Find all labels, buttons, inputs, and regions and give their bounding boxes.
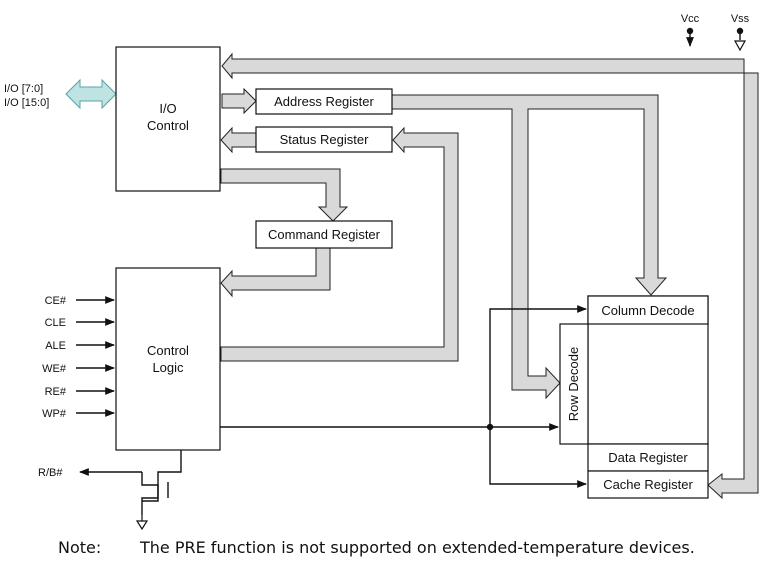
control-logic-label-line1: Control [147, 343, 189, 358]
vss-ground-symbol [733, 40, 747, 52]
address-register-label: Address Register [274, 94, 374, 109]
io-bus-arrow [65, 78, 117, 110]
logic-to-status-bus [220, 126, 459, 362]
footnote-label: Note: [58, 538, 102, 557]
control-logic-label-line2: Logic [152, 360, 184, 375]
command-to-logic-bus [220, 247, 331, 298]
rb-transistor-body [141, 472, 159, 515]
signal-lines [76, 32, 741, 515]
io-control-block [115, 46, 221, 192]
column-decode-label: Column Decode [601, 303, 694, 318]
command-register-block [255, 220, 393, 249]
data-register-block [587, 443, 709, 472]
wp-label: WP# [42, 408, 67, 420]
status-register-label: Status Register [280, 132, 370, 147]
cle-label: CLE [45, 317, 66, 329]
rb-label: R/B# [38, 467, 63, 479]
footnote: Note: The PRE function is not supported o… [58, 538, 695, 557]
io-control-label-line2: Control [147, 118, 189, 133]
rb-ground-symbol [135, 520, 149, 531]
data-register-label: Data Register [608, 450, 688, 465]
rb-line [142, 450, 182, 502]
branch-to-column-decode [489, 305, 587, 427]
address-bus [391, 94, 668, 400]
branch-to-cache-register [489, 427, 587, 488]
io-8-label: I/O [7:0] [4, 83, 43, 95]
vcc-label: Vcc [681, 13, 700, 25]
cache-to-io-bus [221, 52, 759, 500]
status-register-block [255, 126, 393, 153]
row-decode-label: Row Decode [566, 347, 581, 421]
cache-register-label: Cache Register [603, 477, 693, 492]
control-logic-block [115, 267, 221, 451]
buses [220, 52, 759, 500]
ce-label: CE# [45, 295, 67, 307]
labels: Vcc Vss I/O [7:0] I/O [15:0] I/O Control… [4, 13, 750, 492]
we-label: WE# [42, 363, 67, 375]
address-register-block [255, 88, 393, 115]
io-to-command-bus [220, 168, 349, 222]
blocks [115, 46, 709, 499]
re-label: RE# [45, 386, 67, 398]
io-to-address-bus [221, 87, 257, 115]
io-16-label: I/O [15:0] [4, 97, 49, 109]
column-decode-block [587, 295, 709, 325]
junction-dot [486, 423, 494, 431]
vss-label: Vss [731, 13, 750, 25]
vcc-terminal [686, 27, 694, 35]
status-to-io-bus [220, 126, 257, 154]
vss-terminal [736, 27, 744, 35]
ale-label: ALE [45, 340, 66, 352]
cache-register-block [587, 470, 709, 499]
footnote-text: The PRE function is not supported on ext… [140, 538, 695, 557]
command-register-label: Command Register [268, 227, 381, 242]
io-control-label-line1: I/O [159, 101, 176, 116]
row-decode-block [559, 323, 589, 445]
